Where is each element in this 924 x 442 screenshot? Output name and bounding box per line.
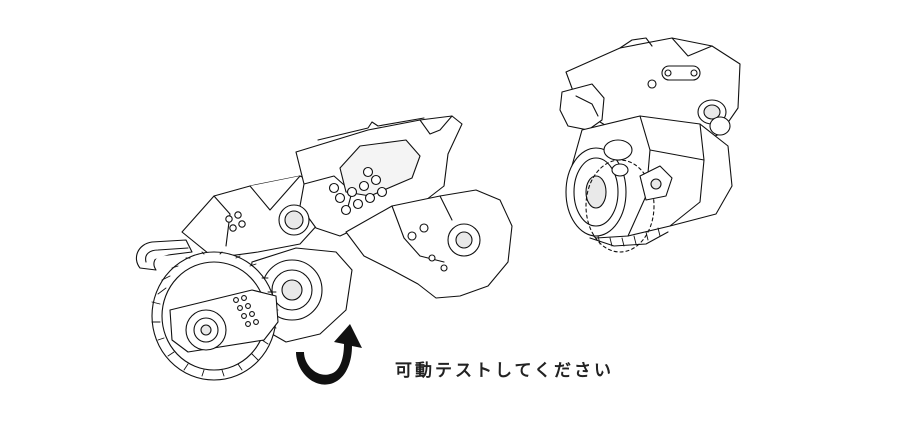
pod-assembly <box>559 37 741 253</box>
instruction-caption: 可動テストしてください <box>395 361 614 381</box>
wheel <box>151 251 279 381</box>
vent-holes-rear <box>225 211 246 232</box>
vent-holes-main <box>328 166 388 216</box>
curved-rotate-arrow-icon <box>296 324 362 385</box>
vent-holes-arm <box>233 295 259 327</box>
bike-assembly <box>135 115 513 381</box>
